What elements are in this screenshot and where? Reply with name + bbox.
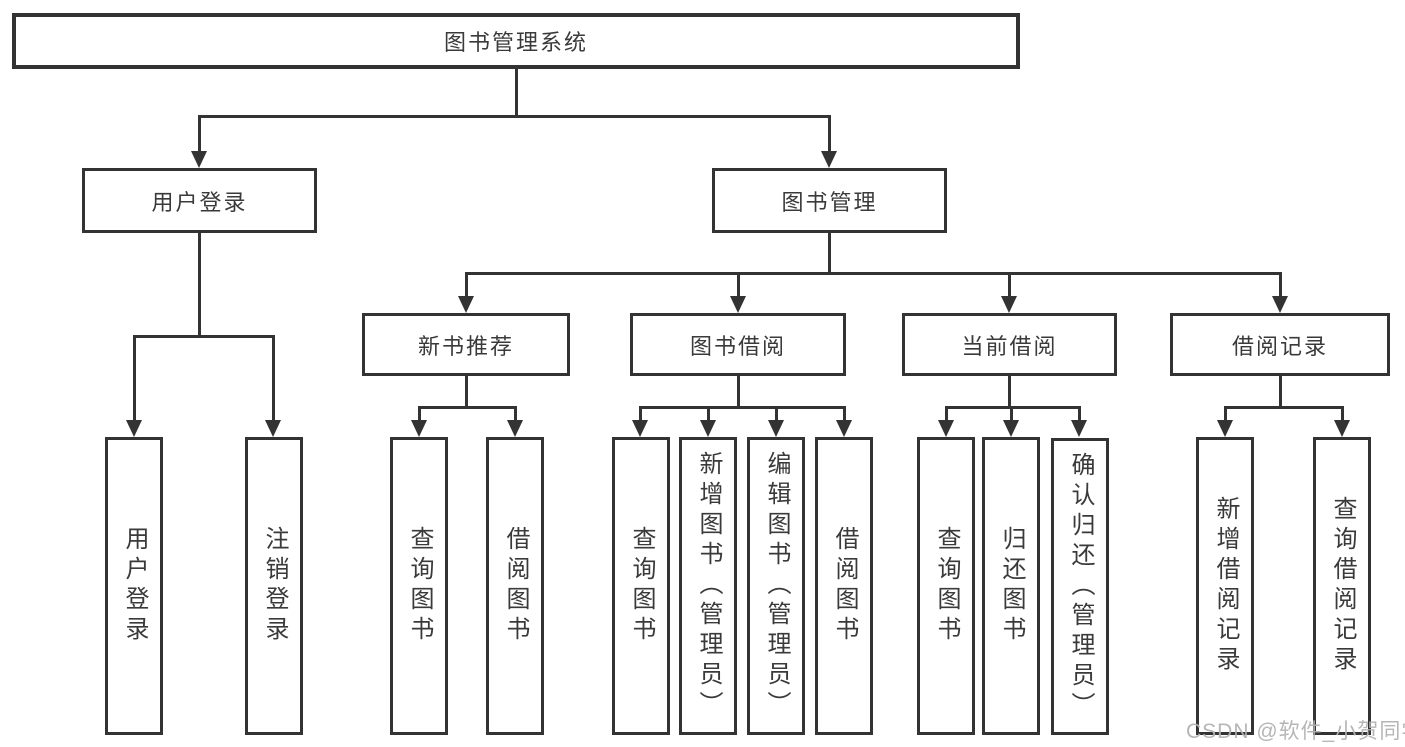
node-book-management: 图书管理 <box>712 168 947 233</box>
leaf-br-add-record-label: 新增借阅记录 <box>1212 496 1239 676</box>
arrowhead-borrow-records <box>1272 296 1288 313</box>
connector-drop-br-add <box>1224 406 1227 422</box>
leaf-nbr-borrow-books: 借阅图书 <box>486 437 544 735</box>
connector-drop-br-query <box>1341 406 1344 422</box>
connector-drop-leaf-login <box>133 335 136 420</box>
connector-newbook-stub <box>465 376 468 406</box>
connector-drop-nbr-query <box>418 406 421 422</box>
node-current-borrowing: 当前借阅 <box>902 313 1117 376</box>
connector-drop-leaf-logout <box>272 335 275 420</box>
connector-drop-bb-borrow <box>843 406 846 422</box>
connector-root-rail <box>198 115 831 118</box>
connector-bookmgmt-stub <box>828 233 831 272</box>
arrowhead-current-borrow <box>1001 296 1017 313</box>
connector-records-stub <box>1279 376 1282 406</box>
leaf-nbr-query-books-label: 查询图书 <box>406 526 433 646</box>
connector-userlogin-rail <box>133 335 275 338</box>
connector-drop-book-borrow <box>737 272 740 297</box>
node-book-management-label: 图书管理 <box>781 189 878 215</box>
arrowhead-leaf-logout <box>265 420 281 437</box>
leaf-br-query-record: 查询借阅记录 <box>1313 437 1371 735</box>
arrowhead-br-add <box>1217 420 1233 437</box>
connector-newbook-rail <box>418 406 517 409</box>
node-new-book-recommend: 新书推荐 <box>362 313 570 376</box>
connector-drop-cb-return <box>1010 406 1013 422</box>
leaf-bb-query-books-label: 查询图书 <box>628 526 655 646</box>
node-user-login-label: 用户登录 <box>151 189 248 215</box>
arrowhead-cb-confirm <box>1071 420 1087 437</box>
arrowhead-book-borrow <box>730 296 746 313</box>
connector-drop-cb-query <box>945 406 948 422</box>
connector-currentborrow-stub <box>1008 376 1011 406</box>
arrowhead-bb-edit <box>768 420 784 437</box>
leaf-cb-query-books: 查询图书 <box>917 437 975 735</box>
arrowhead-leaf-login <box>126 420 142 437</box>
arrowhead-bb-query <box>632 420 648 437</box>
arrowhead-cb-return <box>1003 420 1019 437</box>
leaf-bb-add-book-admin: 新增图书（管理员） <box>679 437 737 735</box>
arrowhead-bb-add <box>700 420 716 437</box>
connector-drop-new-book <box>465 272 468 297</box>
leaf-bb-edit-book-admin: 编辑图书（管理员） <box>747 437 805 735</box>
node-root: 图书管理系统 <box>12 13 1020 69</box>
connector-drop-user-login <box>198 115 201 152</box>
leaf-bb-query-books: 查询图书 <box>612 437 670 735</box>
arrowhead-cb-query <box>938 420 954 437</box>
arrowhead-nbr-borrow <box>507 420 523 437</box>
connector-currentborrow-rail <box>945 406 1081 409</box>
connector-drop-bb-add <box>707 406 710 422</box>
connector-bookborrow-stub <box>737 376 740 406</box>
connector-records-rail <box>1224 406 1343 409</box>
node-borrowing-records-label: 借阅记录 <box>1231 333 1328 359</box>
connector-drop-nbr-borrow <box>514 406 517 422</box>
node-current-borrowing-label: 当前借阅 <box>961 333 1058 359</box>
connector-drop-current-borrow <box>1008 272 1011 297</box>
node-borrowing-records: 借阅记录 <box>1170 313 1390 376</box>
arrowhead-user-login <box>191 151 207 168</box>
connector-drop-bb-edit <box>775 406 778 422</box>
leaf-br-add-record: 新增借阅记录 <box>1196 437 1254 735</box>
leaf-bb-borrow-books-label: 借阅图书 <box>831 526 858 646</box>
connector-bookmgmt-rail <box>465 272 1282 275</box>
arrowhead-br-query <box>1334 420 1350 437</box>
node-new-book-recommend-label: 新书推荐 <box>417 333 514 359</box>
connector-userlogin-stub <box>198 233 201 335</box>
node-book-borrowing: 图书借阅 <box>630 313 846 376</box>
csdn-watermark: CSDN @软件_小贺同学 <box>1186 720 1405 743</box>
connector-drop-borrow-records <box>1279 272 1282 297</box>
leaf-user-login: 用户登录 <box>105 437 163 735</box>
node-book-borrowing-label: 图书借阅 <box>689 333 786 359</box>
connector-drop-book-management <box>828 115 831 152</box>
node-root-label: 图书管理系统 <box>443 30 588 55</box>
leaf-logout: 注销登录 <box>245 437 303 735</box>
leaf-nbr-query-books: 查询图书 <box>390 437 448 735</box>
leaf-logout-label: 注销登录 <box>261 526 288 646</box>
leaf-cb-confirm-return-admin: 确认归还（管理员） <box>1051 438 1109 735</box>
leaf-cb-return-books-label: 归还图书 <box>998 526 1025 646</box>
leaf-br-query-record-label: 查询借阅记录 <box>1329 496 1356 676</box>
connector-bookborrow-rail <box>639 406 845 409</box>
leaf-cb-return-books: 归还图书 <box>982 437 1040 735</box>
leaf-bb-add-book-admin-label: 新增图书（管理员） <box>695 451 722 721</box>
leaf-nbr-borrow-books-label: 借阅图书 <box>502 526 529 646</box>
leaf-user-login-label: 用户登录 <box>121 526 148 646</box>
arrowhead-new-book <box>458 296 474 313</box>
leaf-bb-borrow-books: 借阅图书 <box>815 437 873 735</box>
leaf-bb-edit-book-admin-label: 编辑图书（管理员） <box>763 451 790 721</box>
connector-root-stub <box>515 69 518 115</box>
arrowhead-bb-borrow <box>836 420 852 437</box>
connector-drop-bb-query <box>639 406 642 422</box>
arrowhead-book-management <box>821 151 837 168</box>
connector-drop-cb-confirm <box>1078 406 1081 422</box>
leaf-cb-query-books-label: 查询图书 <box>933 526 960 646</box>
arrowhead-nbr-query <box>411 420 427 437</box>
leaf-cb-confirm-return-admin-label: 确认归还（管理员） <box>1067 451 1094 722</box>
node-user-login: 用户登录 <box>82 168 317 233</box>
